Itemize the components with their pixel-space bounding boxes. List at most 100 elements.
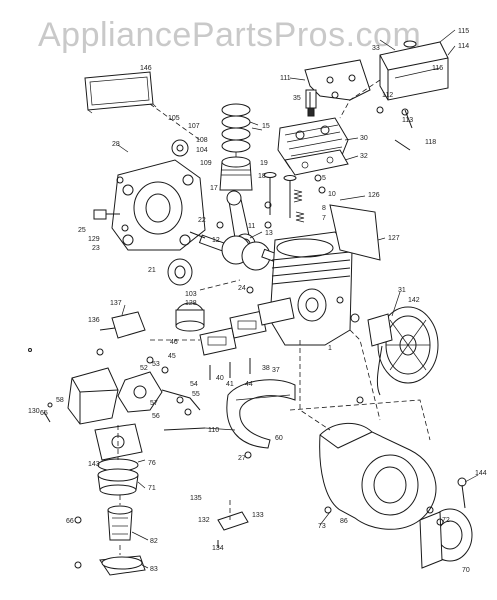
part-25-bolt[interactable] (93, 209, 120, 220)
part-32-head-gasket[interactable] (284, 149, 349, 176)
callout-10: 10 (328, 191, 336, 198)
part-5-valves[interactable] (263, 172, 297, 219)
part-103-breather[interactable] (175, 302, 205, 332)
callout-66: 66 (66, 518, 74, 525)
callout-60: 60 (275, 435, 283, 442)
part-44-reed-plates[interactable] (199, 297, 295, 356)
callout-134: 134 (212, 545, 224, 552)
callout-72: 72 (442, 517, 450, 524)
part-60-deflector[interactable] (226, 379, 296, 449)
callout-144: 144 (475, 470, 487, 477)
hardware-items[interactable] (28, 91, 444, 569)
callout-8: 8 (322, 205, 326, 212)
part-crankcase-cover[interactable] (111, 159, 206, 251)
callout-143: 143 (88, 461, 100, 468)
callout-27: 27 (238, 455, 246, 462)
part-127-shroud-plate[interactable] (329, 204, 381, 261)
callout-52: 52 (140, 365, 148, 372)
callout-31: 31 (398, 287, 406, 294)
callout-142: 142 (408, 297, 420, 304)
callout-56: 56 (152, 413, 160, 420)
callout-labels: 115 114 33 116 111 146 35 112 113 118 30… (28, 28, 487, 574)
part-41-screws[interactable] (209, 358, 251, 380)
part-53-linkage[interactable] (161, 389, 201, 411)
part-132-plate[interactable] (217, 511, 249, 548)
callout-83: 83 (150, 566, 158, 573)
part-137-cap[interactable] (99, 311, 146, 339)
callout-129: 129 (88, 236, 100, 243)
assembly-lines (117, 79, 431, 555)
part-58-fuel-tank[interactable] (67, 367, 119, 425)
part-115-muffler[interactable] (379, 40, 449, 101)
callout-37: 37 (272, 367, 280, 374)
callout-113: 113 (402, 117, 413, 124)
callout-108: 108 (196, 137, 208, 144)
part-143-carb-body[interactable] (94, 423, 143, 461)
callout-17: 17 (210, 185, 218, 192)
callout-55: 55 (192, 391, 200, 398)
callout-13: 13 (265, 230, 273, 237)
callout-53: 53 (152, 361, 160, 368)
callout-44: 44 (245, 381, 253, 388)
callout-23: 23 (92, 245, 100, 252)
callout-103: 103 (185, 291, 197, 298)
part-86-blower-housing[interactable] (319, 422, 437, 530)
callout-86: 86 (340, 518, 348, 525)
callout-35: 35 (293, 95, 301, 102)
callout-57: 57 (150, 400, 158, 407)
part-142-flywheel[interactable] (377, 306, 439, 384)
callout-71: 71 (148, 485, 156, 492)
part-52-carburetor[interactable] (117, 371, 163, 413)
callout-33: 33 (372, 45, 380, 52)
callout-126: 126 (368, 192, 380, 199)
callout-82: 82 (150, 538, 158, 545)
part-105-governor-gear[interactable] (171, 139, 189, 157)
callout-104: 104 (196, 147, 208, 154)
part-111-bracket[interactable] (304, 59, 371, 101)
part-21-gear[interactable] (167, 258, 193, 286)
callout-110: 110 (208, 427, 219, 434)
callout-107: 107 (188, 123, 200, 130)
part-82-filter-cup[interactable] (107, 505, 133, 541)
callout-58: 58 (56, 397, 64, 404)
callout-65: 65 (40, 410, 48, 417)
callout-7: 7 (322, 215, 326, 222)
callout-25: 25 (78, 227, 86, 234)
part-15-piston-rings[interactable] (221, 103, 263, 153)
callout-111: 111 (280, 75, 291, 82)
callout-115: 115 (458, 28, 469, 35)
callout-24: 24 (238, 285, 246, 292)
callout-132: 132 (198, 517, 210, 524)
callout-11: 11 (248, 223, 255, 230)
callout-114: 114 (458, 43, 469, 50)
callout-112: 112 (382, 92, 393, 99)
callout-54: 54 (190, 381, 198, 388)
part-83-base[interactable] (99, 555, 146, 576)
callout-73: 73 (318, 523, 326, 530)
callout-130: 130 (28, 408, 40, 415)
callout-5: 5 (322, 175, 326, 182)
callout-116: 116 (432, 65, 443, 72)
part-35-spark-plug[interactable] (305, 89, 317, 117)
part-10-valve-springs[interactable] (293, 189, 305, 223)
callout-45: 45 (168, 353, 176, 360)
part-19-piston[interactable] (219, 156, 253, 191)
callout-136: 136 (88, 317, 100, 324)
part-31-ignition-coil[interactable] (367, 313, 393, 396)
callout-118: 118 (425, 139, 436, 146)
callout-128: 128 (185, 300, 197, 307)
callout-137: 137 (110, 300, 122, 307)
part-146-filter-pad[interactable] (84, 71, 157, 114)
callout-146: 146 (140, 65, 152, 72)
part-144-starter[interactable] (419, 477, 473, 569)
watermark-text: AppliancePartsPros.com (38, 16, 422, 54)
callout-19: 19 (260, 160, 268, 167)
callout-70: 70 (462, 567, 470, 574)
callout-28: 28 (112, 141, 120, 148)
leader-lines (117, 29, 479, 569)
callout-30: 30 (360, 135, 368, 142)
callout-12: 12 (212, 237, 220, 244)
part-71-float-bowl[interactable] (97, 468, 139, 496)
callout-109: 109 (200, 160, 212, 167)
